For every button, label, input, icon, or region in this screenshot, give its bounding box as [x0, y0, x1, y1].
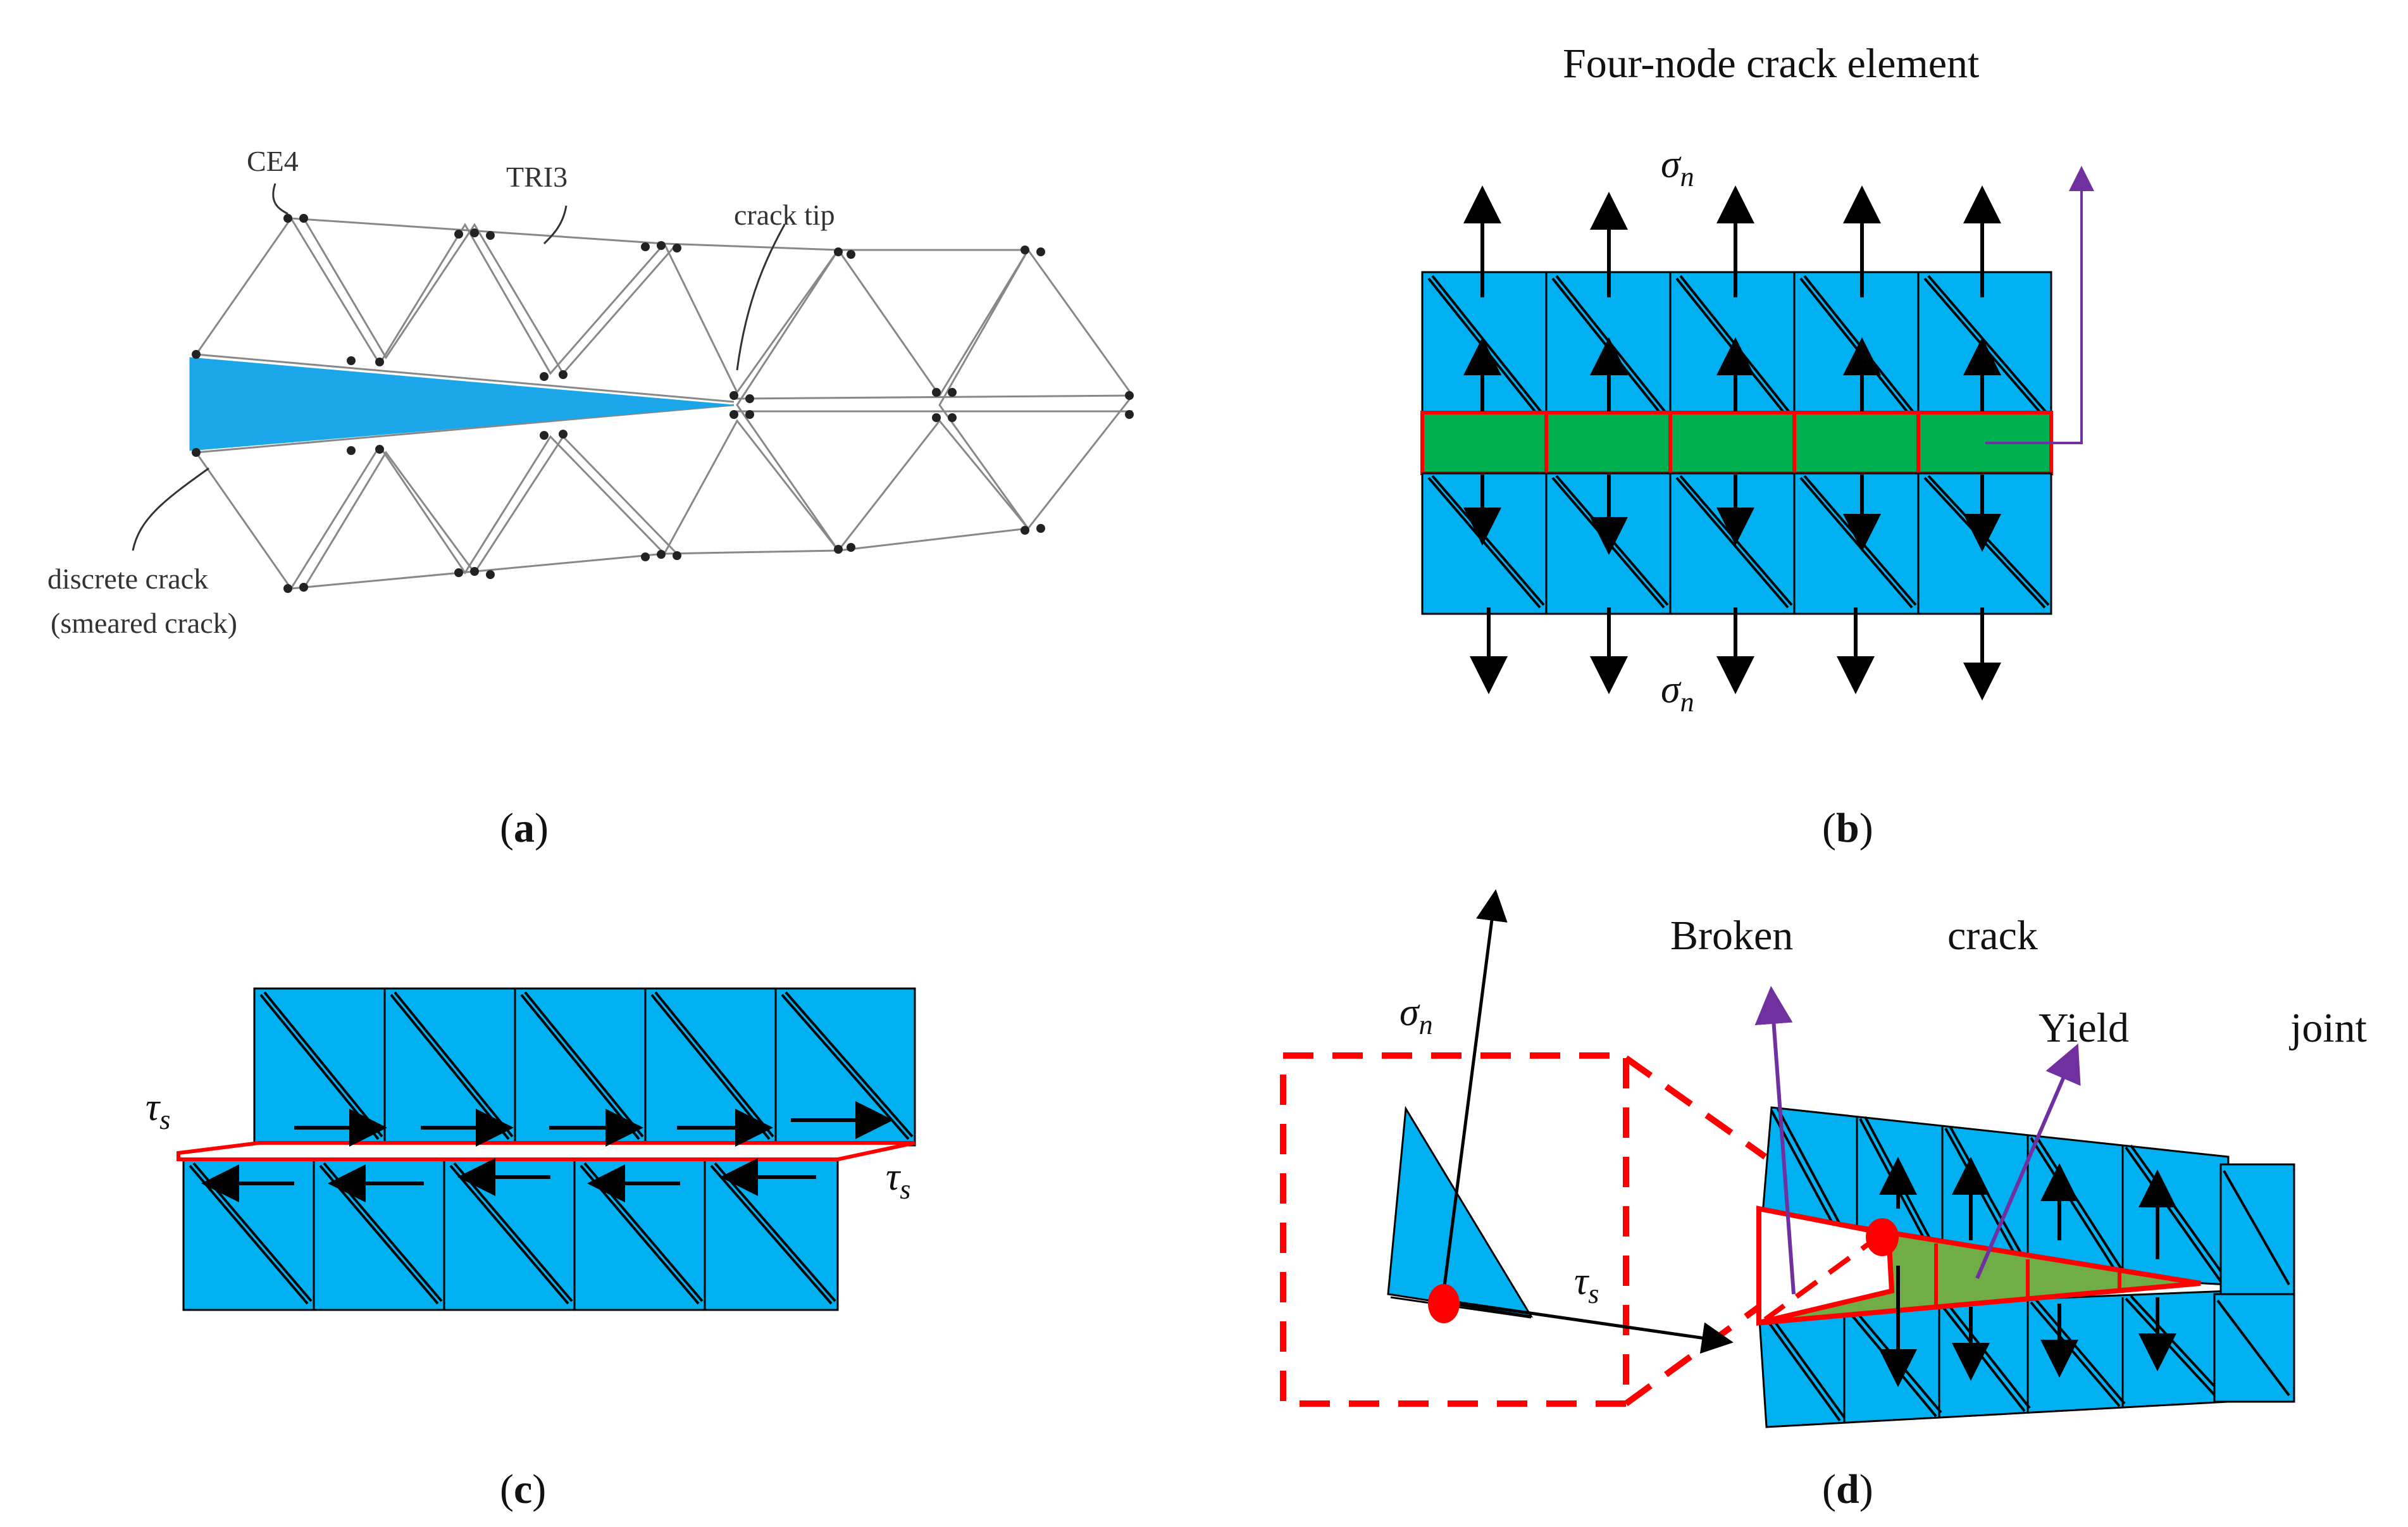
panel-d-normal-arrows	[1879, 1157, 2176, 1387]
title-four-node-crack-element: Four-node crack element	[1563, 41, 1979, 87]
panel-a-callouts	[132, 183, 786, 551]
panel-c-shear-interface	[177, 1141, 915, 1161]
panel-d-zoomed-element-edge	[1390, 1296, 1532, 1319]
panel-d-sigma-arrow	[1441, 889, 1508, 1301]
caption-b: (b)	[1822, 805, 1873, 851]
caption-a: (a)	[500, 805, 549, 851]
caption-d: (d)	[1822, 1466, 1873, 1512]
label-discrete-crack: discrete crack	[47, 563, 208, 595]
label-broken: Broken	[1670, 913, 1793, 959]
label-tau-s-right: τs	[886, 1156, 910, 1205]
panel-c-shear-arrows-left	[201, 1158, 816, 1202]
smeared-crack-wedge	[189, 357, 735, 451]
label-sigma-n-top: σn	[1661, 143, 1694, 192]
label-ce4: CE4	[247, 145, 299, 177]
label-joint: joint	[2289, 1005, 2367, 1051]
panel-c-shear-arrows-right	[294, 1101, 893, 1147]
panel-d-zoom-node	[1428, 1284, 1460, 1323]
label-sigma-n-d: σn	[1399, 991, 1433, 1040]
panel-b-normal-stress-arrows	[1463, 185, 2001, 701]
panel-d-tip-elements	[2213, 1163, 2295, 1403]
panel-d-crack-segments	[1934, 1243, 2121, 1305]
caption-c: (c)	[500, 1466, 546, 1512]
panel-d-zoom-connectors	[1624, 1055, 1767, 1407]
label-smeared-crack: (smeared crack)	[51, 607, 237, 639]
panel-b-pointer-arrow	[1985, 166, 2094, 444]
label-crack-tip: crack tip	[734, 199, 835, 231]
panel-d-tau-arrow	[1442, 1299, 1734, 1354]
panel-d-broken-node	[1866, 1218, 1899, 1256]
panel-d-zoomed-element	[1387, 1106, 1533, 1318]
label-yield: Yield	[2039, 1005, 2129, 1051]
label-tri3: TRI3	[506, 161, 568, 193]
label-tau-s-d: τs	[1574, 1260, 1599, 1309]
label-crack: crack	[1947, 913, 2038, 959]
panel-d-zoom-line	[1763, 1231, 1884, 1322]
panel-b-crack-elements	[1420, 411, 2053, 475]
panel-a-nodes	[192, 214, 1134, 593]
panel-d-pointer-arrows	[1754, 986, 2081, 1295]
label-tau-s-left: τs	[146, 1086, 170, 1135]
panel-d-zoom-box	[1280, 1052, 1629, 1407]
label-sigma-n-bottom: σn	[1661, 668, 1694, 718]
